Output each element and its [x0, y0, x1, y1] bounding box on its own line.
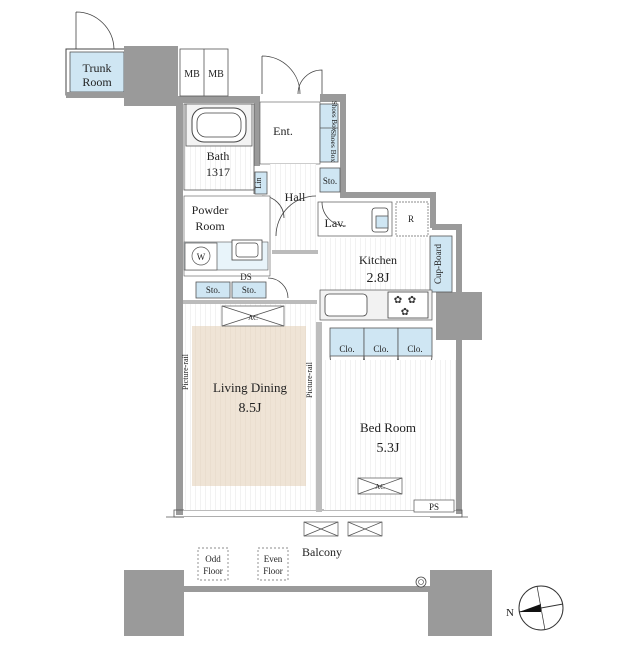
north-label: N [506, 607, 514, 619]
powder-room: Powder Room W [183, 195, 271, 277]
living-ac-label: AC [248, 314, 258, 322]
mb-label-2: MB [208, 69, 224, 80]
odd-floor-label-2: Floor [203, 566, 223, 576]
entrance: Ent. Shoes Box Shoes Box Sto. [259, 55, 341, 193]
storage-label-2: Sto. [242, 285, 256, 295]
living-dining-size: 8.5J [239, 401, 263, 416]
bath: Bath 1317 [183, 103, 255, 194]
pipe-space-label: PS [429, 502, 439, 512]
closet-label-2: Clo. [373, 344, 388, 354]
stove-burner-icon: ✿ [401, 307, 409, 318]
even-floor-label-2: Floor [263, 566, 283, 576]
powder-storage: DS Sto. Sto. [195, 272, 289, 299]
trunk-room-label-1: Trunk [83, 61, 112, 75]
hall-label: Hall [285, 190, 306, 204]
trunk-room: Trunk Room [65, 11, 129, 98]
powder-room-label-2: Room [195, 219, 225, 233]
balcony-label: Balcony [302, 545, 342, 559]
stove-burner-icon: ✿ [408, 295, 416, 306]
shoes-box-label-2: Shoes Box [329, 130, 338, 163]
shoes-box-label-1: Shoes Box [330, 101, 338, 132]
refrigerator-label: R [408, 214, 414, 224]
picture-rail-living: Picture-rail [181, 353, 190, 390]
closet-label-1: Clo. [339, 344, 354, 354]
trunk-room-label-2: Room [82, 75, 112, 89]
bed-room: Picture-rail Bed Room 5.3J AC PS [305, 360, 456, 513]
kitchen-size: 2.8J [367, 271, 391, 286]
refrigerator-space: R [395, 201, 429, 237]
bed-room-label: Bed Room [360, 420, 416, 435]
bed-room-size: 5.3J [377, 441, 401, 456]
kitchen: Kitchen 2.8J Cup-Board ✿ ✿ ✿ [318, 235, 453, 321]
washer-label: W [197, 252, 206, 262]
living-dining-label: Living Dining [213, 380, 288, 395]
linen-label: Lin [254, 177, 263, 188]
bath-label: Bath [207, 149, 230, 163]
balcony: Balcony Odd Floor Even Floor [184, 517, 430, 588]
stove-burner-icon: ✿ [394, 295, 402, 306]
kitchen-label: Kitchen [359, 253, 397, 267]
living-dining: AC Picture-rail Living Dining 8.5J [181, 304, 316, 510]
hall: Hall [261, 164, 317, 250]
dryer-space-label: DS [240, 272, 252, 282]
even-floor-label-1: Even [264, 554, 283, 564]
bath-size: 1317 [206, 165, 230, 179]
bed-ac-label: AC [375, 483, 385, 491]
hall-storage-label: Sto. [323, 176, 337, 186]
cup-board-label: Cup-Board [433, 244, 443, 284]
linen-closet: Lin [254, 171, 268, 195]
north-compass: N [506, 585, 564, 631]
odd-floor-label-1: Odd [205, 554, 221, 564]
lavatory: Lav. [317, 201, 393, 237]
closet-label-3: Clo. [407, 344, 422, 354]
storage-label-1: Sto. [206, 285, 220, 295]
closets: Clo. Clo. Clo. [329, 327, 433, 374]
mb-label-1: MB [184, 69, 200, 80]
picture-rail-bed: Picture-rail [305, 361, 314, 398]
meter-boxes: MB MB [179, 48, 229, 97]
entrance-label: Ent. [273, 124, 293, 138]
powder-room-label-1: Powder [192, 203, 229, 217]
